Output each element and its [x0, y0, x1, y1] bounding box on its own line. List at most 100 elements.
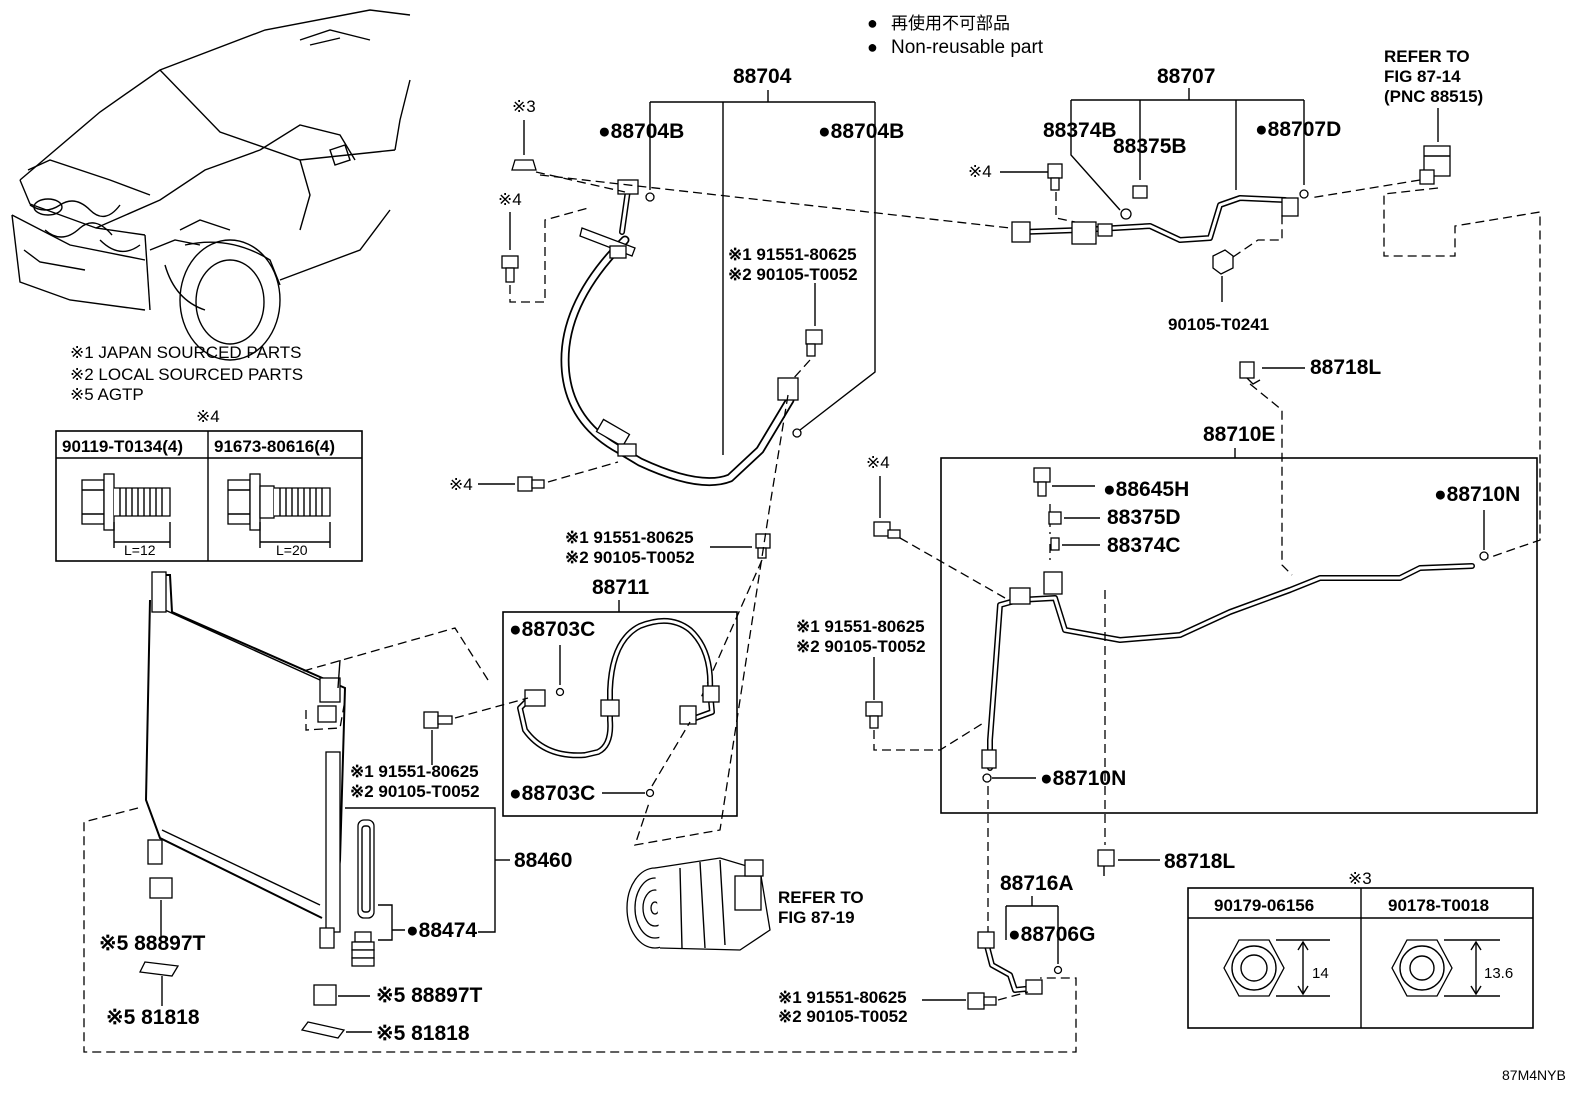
note-agtp: ※5 AGTP [70, 385, 144, 404]
label-88460: 88460 [514, 849, 572, 872]
receiver-tank [325, 751, 341, 933]
bolt-reference-table: ※4 90119-T0134(4) 91673-80616(4) L=12 [55, 407, 363, 562]
refer-fig-87-14-line3: (PNC 88515) [1384, 87, 1483, 106]
liquid-tube-88716A-group: 88716A ●88706G ※1 91551-80625 ※2 90105-T… [778, 786, 1095, 1026]
marker-4-top: ※4 [498, 190, 522, 209]
label-88645H: ●88645H [1103, 478, 1189, 501]
source-notes: ※1 JAPAN SOURCED PARTS ※2 LOCAL SOURCED … [70, 343, 303, 404]
filter-icon [351, 931, 375, 967]
legend-english: Non-reusable part [891, 37, 1044, 58]
discharge-hose-88704-group: 88704 ●88704B ●88704B ※3 ※4 ※4 [449, 65, 904, 494]
nut-table-marker: ※3 [1348, 869, 1372, 888]
nut-reference-table: ※3 90179-06156 90178-T0018 14 13.6 [1187, 869, 1534, 1029]
cushion-88897T-right-icon [313, 984, 337, 1006]
label-90105-T0241: 90105-T0241 [1168, 315, 1269, 334]
label-88375D: 88375D [1107, 506, 1181, 529]
refer-fig-87-19-line2: FIG 87-19 [778, 908, 855, 927]
bolt-table-header-1: 90119-T0134(4) [62, 437, 183, 456]
label-88706G: ●88706G [1008, 923, 1095, 946]
hex-nut-icon [511, 159, 537, 171]
marker-4-liquid: ※4 [866, 453, 890, 472]
nut-table-header-2: 90178-T0018 [1388, 896, 1489, 915]
refer-fig-87-19-line1: REFER TO [778, 888, 864, 907]
discharge-hose-88711-group: ※1 91551-80625 ※2 90105-T0052 88711 ●887… [299, 394, 789, 846]
o-ring-88704B-upper [645, 192, 655, 202]
legend: ● 再使用不可部品 ● Non-reusable part [867, 13, 1044, 58]
desiccant-icon [357, 819, 375, 919]
bolt-icon-condenser-hose [423, 711, 453, 729]
bolt-dim-long: L=20 [276, 542, 308, 558]
label-81818-right: ※5 81818 [376, 1022, 470, 1045]
o-ring-88707D [1299, 189, 1309, 199]
label-88718L-top: 88718L [1310, 356, 1381, 379]
note-local-sourced: ※2 LOCAL SOURCED PARTS [70, 365, 303, 384]
note-japan-sourced: ※1 JAPAN SOURCED PARTS [70, 343, 302, 362]
service-valve-port [1071, 221, 1097, 245]
bolt4-local: ※2 90105-T0052 [350, 782, 480, 801]
flange-bolt-short-icon [81, 473, 171, 548]
bolt-icon-hose-mid [805, 329, 823, 357]
bolt-icon-liquid [873, 521, 901, 539]
bolt2-local: ※2 90105-T0052 [565, 548, 695, 567]
bolt-table-header-2: 91673-80616(4) [214, 437, 335, 456]
bolt5-japan: ※1 91551-80625 [778, 988, 907, 1007]
o-ring-88703C-top [555, 687, 565, 697]
bolt-dim-short: L=12 [124, 542, 156, 558]
refer-fig-87-14-line2: FIG 87-14 [1384, 67, 1461, 86]
bolt1-japan: ※1 91551-80625 [728, 245, 857, 264]
bolt1-local: ※2 90105-T0052 [728, 265, 858, 284]
label-88710E: 88710E [1203, 423, 1275, 446]
bolt-icon-top [501, 255, 519, 283]
legend-bullet-en: ● [867, 37, 878, 57]
o-ring-88710N-right [1479, 551, 1489, 561]
label-88710N-bottom: ●88710N [1040, 767, 1126, 790]
o-ring-88710N-bottom [982, 773, 992, 783]
compressor-assembly: REFER TO FIG 87-19 [626, 857, 864, 951]
liquid-tube-frame [940, 457, 1538, 814]
marker-4-88707: ※4 [968, 162, 992, 181]
flange-bolt-long-icon [227, 473, 331, 548]
hex-nut-14-icon [1223, 939, 1330, 997]
label-88704B-right: ●88704B [818, 120, 904, 143]
clamp-88718L-bottom-icon [1097, 849, 1115, 876]
bolt2-japan: ※1 91551-80625 [565, 528, 694, 547]
label-88718L-bottom: 88718L [1164, 850, 1235, 873]
label-88710N-right: ●88710N [1434, 483, 1520, 506]
o-ring-88704B-lower [792, 428, 802, 438]
label-88375B: 88375B [1113, 135, 1187, 158]
label-88374B: 88374B [1043, 119, 1117, 142]
label-88716A: 88716A [1000, 872, 1074, 895]
nut-table-header-1: 90179-06156 [1214, 896, 1314, 915]
marker-4-hose: ※4 [449, 475, 473, 494]
bolt5-local: ※2 90105-T0052 [778, 1007, 908, 1026]
condenser-assembly: 88460 ●88474 ※5 88897T ※5 81818 ※5 88897… [83, 571, 1077, 1053]
hose-88711-frame [502, 611, 738, 817]
label-88897T-left: ※5 88897T [99, 932, 206, 955]
refer-fig-87-14-line1: REFER TO [1384, 47, 1470, 66]
bolt-icon-88707 [1047, 163, 1063, 191]
expansion-valve-icon [1419, 145, 1451, 185]
label-88474: ●88474 [406, 919, 477, 942]
bolt-icon-liquid-lower [865, 701, 883, 729]
label-88703C-bottom: ●88703C [509, 782, 595, 805]
bolt3-japan: ※1 91551-80625 [796, 617, 925, 636]
legend-bullet-jp: ● [867, 13, 878, 33]
flange-nut-icon [1212, 249, 1234, 275]
bolt-icon-hose [517, 476, 545, 492]
bolt-icon-88716A [967, 992, 997, 1010]
legend-japanese: 再使用不可部品 [891, 13, 1010, 33]
marker-3: ※3 [512, 97, 536, 116]
seal-81818-left-icon [139, 961, 180, 977]
bolt3-local: ※2 90105-T0052 [796, 637, 926, 656]
service-valve-cap-88375B [1132, 185, 1148, 199]
vehicle-illustration [11, 9, 411, 361]
o-ring-88706G [1053, 965, 1063, 975]
label-88707: 88707 [1157, 65, 1215, 88]
condenser-bracket-top [151, 571, 167, 613]
label-88897T-right: ※5 88897T [376, 984, 483, 1007]
label-88704: 88704 [733, 65, 792, 88]
o-ring-88703C-bottom [645, 788, 655, 798]
label-88704B-left: ●88704B [598, 120, 684, 143]
label-88707D: ●88707D [1255, 118, 1341, 141]
